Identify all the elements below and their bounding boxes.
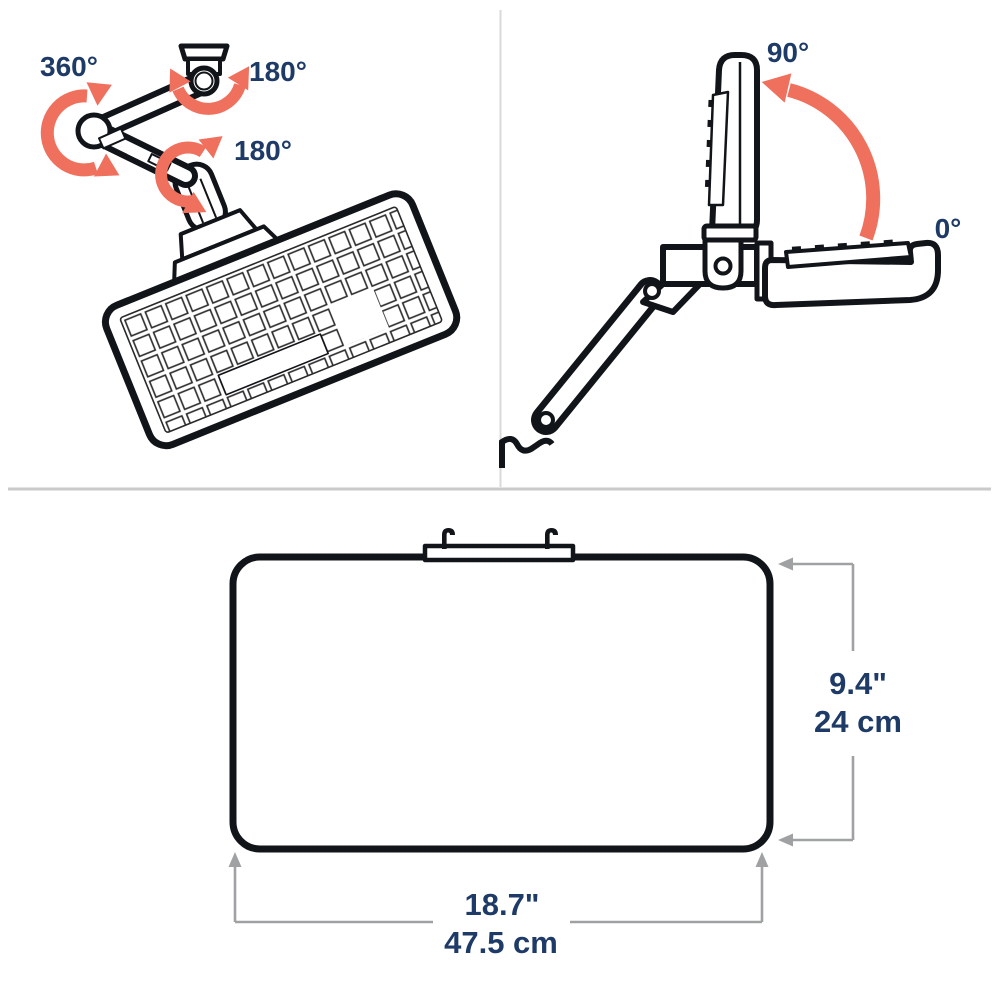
height-dimension-line — [778, 557, 855, 847]
mount-bracket — [422, 528, 576, 563]
tilt-pivot-joint — [713, 256, 733, 276]
width-dimension-line — [228, 852, 769, 924]
rotation-arrow-180-wrist — [155, 136, 223, 214]
ceiling-mount-plate — [178, 43, 230, 62]
keyboard-keys — [119, 206, 443, 433]
articulating-arm — [75, 43, 230, 188]
flat-keyboard-profile — [784, 241, 913, 269]
bracket-hook-right — [545, 528, 558, 549]
flat-tray-body — [762, 239, 941, 309]
tray-tilt-diagram: 90° 0° — [499, 37, 962, 468]
wall-bracket — [499, 436, 555, 468]
depth-inches-label: 9.4" — [829, 666, 887, 701]
tilt-arc-arrow — [761, 73, 881, 241]
arm-rotation-diagram: 360° 180° 180° — [40, 43, 461, 450]
depth-cm-label: 24 cm — [814, 704, 902, 739]
tray-dimensions-diagram: 9.4" 24 cm 18.7" 47.5 cm — [228, 528, 902, 960]
rotation-arrow-180-top — [169, 66, 250, 115]
flat-tray — [754, 238, 941, 309]
swivel-angle-label: 360° — [40, 51, 98, 82]
bracket-hook-left — [442, 528, 455, 549]
folded-keyboard-profile — [707, 90, 730, 207]
tray-outline-top-view — [229, 553, 774, 853]
shoulder-angle-label: 180° — [249, 56, 307, 87]
spacebar-key — [217, 333, 329, 396]
folded-tray — [701, 52, 760, 291]
width-cm-label: 47.5 cm — [444, 925, 558, 960]
wrist-angle-label: 180° — [234, 135, 292, 166]
width-inches-label: 18.7" — [464, 887, 539, 922]
rotation-arrow-360 — [40, 82, 120, 177]
tilt-up-angle-label: 90° — [767, 37, 809, 68]
keyboard-illustration — [101, 161, 461, 450]
tilt-down-angle-label: 0° — [935, 213, 962, 244]
